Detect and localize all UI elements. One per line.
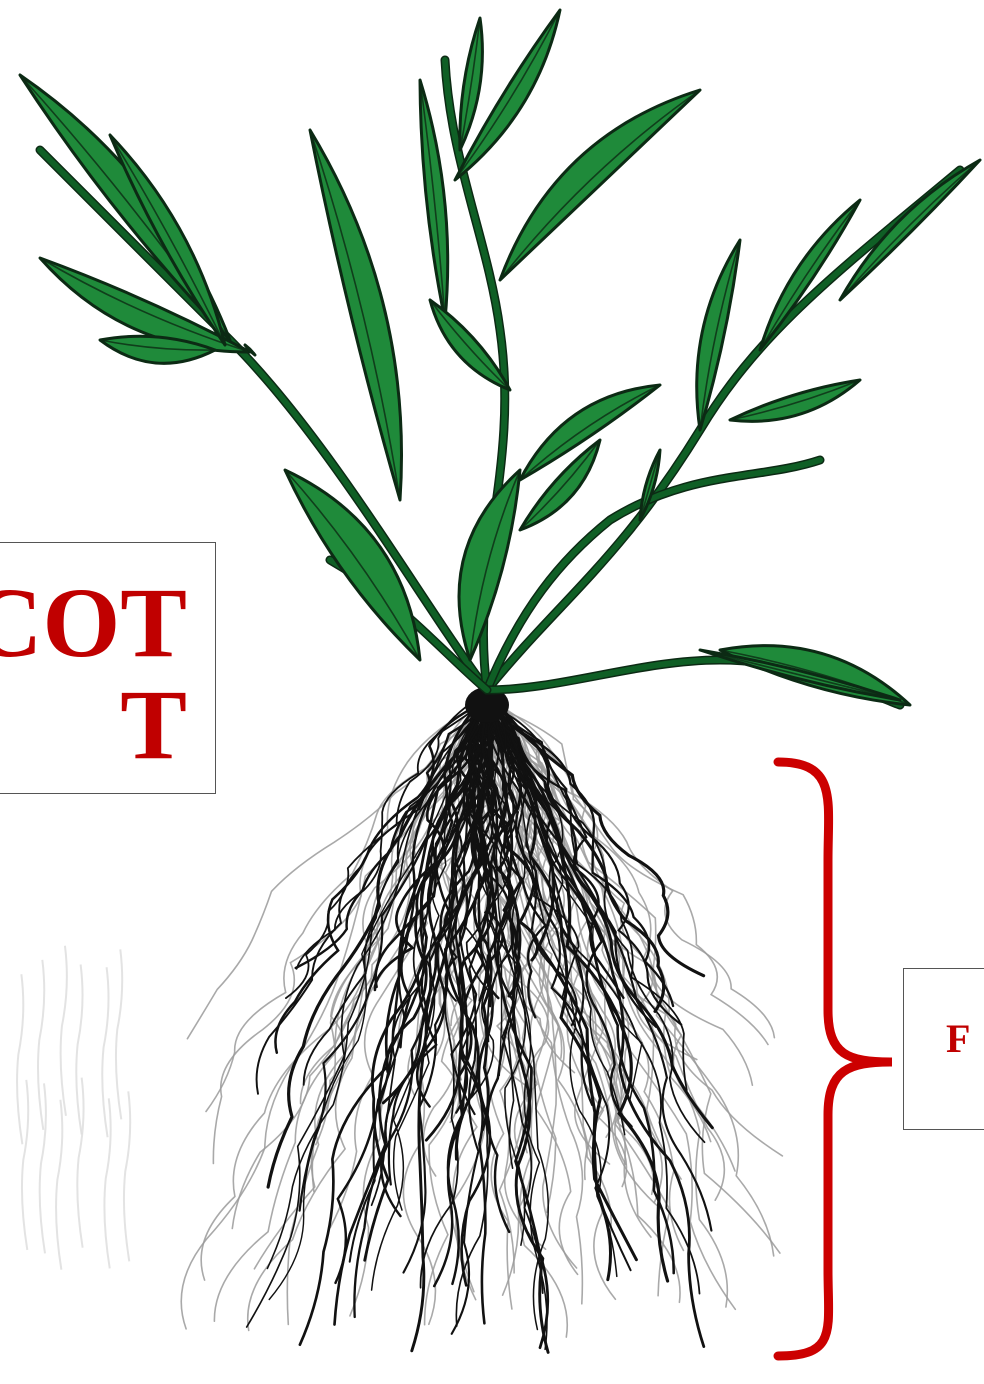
root-type-label: F (946, 1019, 970, 1059)
faint-mark (76, 965, 82, 1135)
faint-mark (17, 974, 23, 1144)
fibrous-roots-dark (247, 687, 713, 1352)
faint-mark (61, 946, 67, 1116)
faint-mark (116, 949, 122, 1119)
leaf (500, 90, 700, 280)
faint-mark (124, 1091, 130, 1261)
plant-type-label-line-1: COT (0, 573, 187, 673)
faint-mark (22, 1080, 28, 1250)
faint-mark (102, 967, 108, 1137)
faint-mark (56, 1100, 62, 1270)
curly-brace-icon (778, 762, 892, 1356)
plant-type-label-box: COT T (0, 542, 216, 794)
root-type-label-box: F (903, 968, 984, 1130)
leaf (760, 200, 860, 350)
plant-type-label-line-2: T (120, 675, 187, 775)
faint-mark (38, 960, 44, 1130)
leaf (840, 160, 980, 300)
faint-root-marks (17, 946, 130, 1270)
